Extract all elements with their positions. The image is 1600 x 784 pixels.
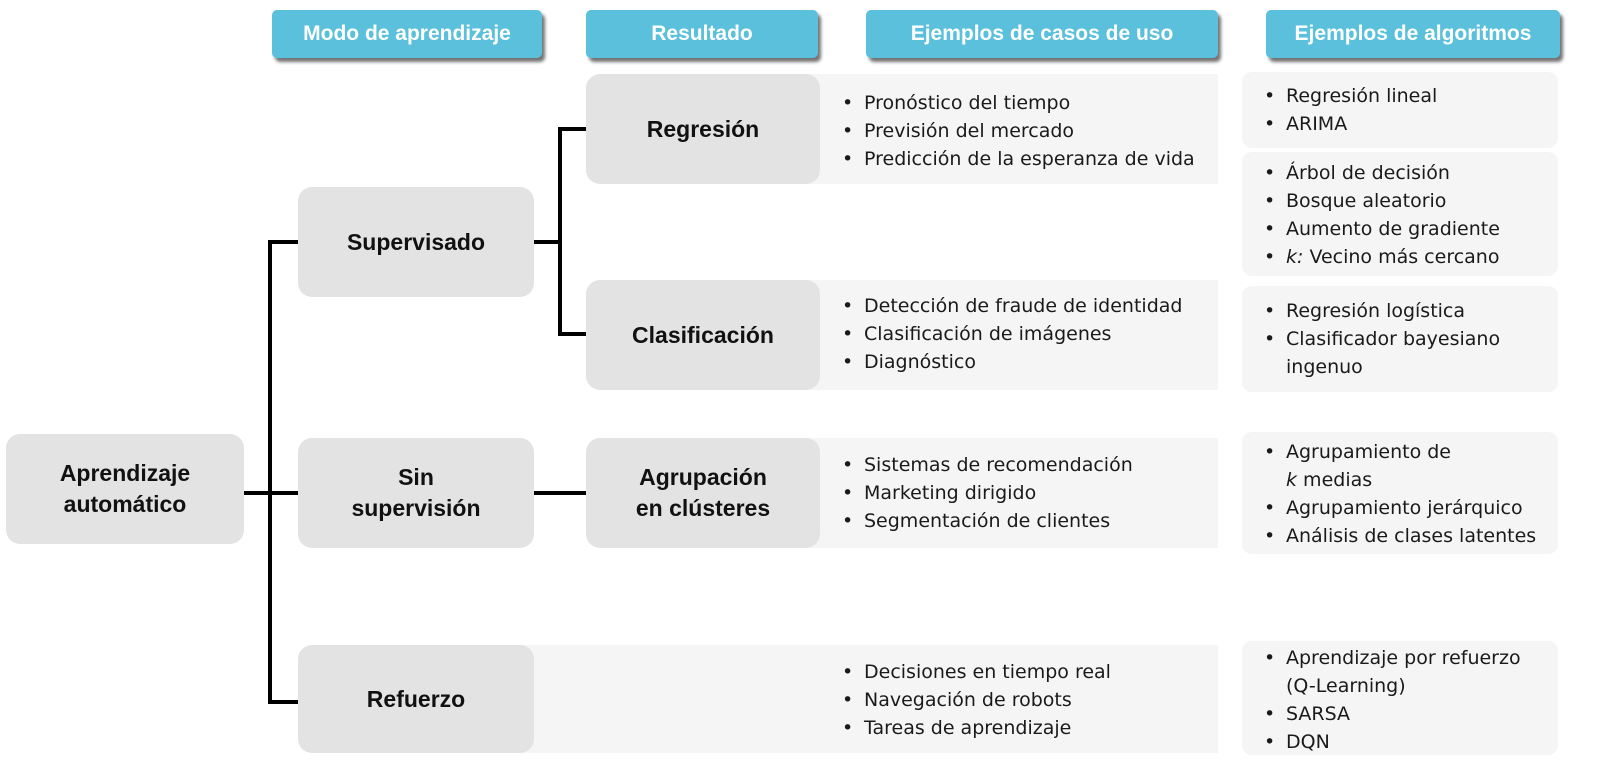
list-item: Árbol de decisión (1262, 159, 1500, 187)
connector-supervised (268, 240, 298, 244)
algorithms-reinforcement-list: Aprendizaje por refuerzo (Q-Learning) SAR… (1262, 644, 1521, 756)
header-learning-mode: Modo de aprendizaje (272, 10, 542, 58)
list-item: Agrupamiento de k medias (1262, 438, 1536, 494)
algorithms-regression-list: Regresión lineal ARIMA (1262, 82, 1437, 138)
algorithms-shared-list: Árbol de decisión Bosque aleatorio Aumen… (1262, 159, 1500, 271)
list-item: Diagnóstico (840, 348, 1182, 376)
algo-rl-line1: Aprendizaje por refuerzo (1286, 647, 1521, 669)
algorithms-classification-box: Regresión logística Clasificador bayesia… (1242, 286, 1558, 392)
list-item: SARSA (1262, 700, 1521, 728)
knn-text: Vecino más cercano (1303, 246, 1500, 268)
connector-supervised-out (534, 240, 562, 244)
connector-clustering (534, 491, 586, 495)
list-item: Sistemas de recomendación (840, 451, 1133, 479)
list-item: Segmentación de clientes (840, 507, 1133, 535)
algorithms-regression-box: Regresión lineal ARIMA (1242, 72, 1558, 148)
node-regression-label: Regresión (646, 115, 760, 142)
node-clustering-line2: en clústeres (635, 495, 771, 521)
connector-regression (558, 127, 586, 131)
list-item: Análisis de clases latentes (1262, 522, 1536, 550)
header-algorithms: Ejemplos de algoritmos (1266, 10, 1560, 58)
algorithms-clustering-list: Agrupamiento de k medias Agrupamiento jer… (1262, 438, 1536, 550)
algo-kmeans-k: k (1286, 469, 1298, 491)
node-regression: Regresión (586, 74, 820, 184)
list-item: Clasificación de imágenes (840, 320, 1182, 348)
node-machine-learning-line2: automático (63, 491, 187, 517)
use-cases-regression-list: Pronóstico del tiempo Previsión del merc… (840, 89, 1195, 173)
node-supervised-label: Supervisado (346, 228, 486, 255)
node-supervised: Supervisado (298, 187, 534, 297)
use-cases-reinforcement-list: Decisiones en tiempo real Navegación de … (840, 658, 1111, 742)
algorithms-reinforcement-box: Aprendizaje por refuerzo (Q-Learning) SAR… (1242, 641, 1558, 756)
algo-bayes-line1: Clasificador bayesiano (1286, 328, 1501, 350)
node-reinforcement-label: Refuerzo (366, 685, 466, 712)
algorithms-classification-list: Regresión logística Clasificador bayesia… (1262, 297, 1500, 381)
connector-unsupervised (268, 491, 298, 495)
node-machine-learning: Aprendizaje automático (6, 434, 244, 544)
algo-rl-line2: (Q-Learning) (1286, 675, 1406, 697)
list-item: Pronóstico del tiempo (840, 89, 1195, 117)
header-result: Resultado (586, 10, 818, 58)
connector-modes-vertical (268, 240, 272, 704)
knn-prefix: k: (1286, 246, 1304, 268)
node-machine-learning-line1: Aprendizaje (59, 460, 191, 486)
use-cases-clustering-list: Sistemas de recomendación Marketing diri… (840, 451, 1133, 535)
list-item: Regresión logística (1262, 297, 1500, 325)
list-item: Previsión del mercado (840, 117, 1195, 145)
connector-results-vertical (558, 127, 562, 336)
list-item: Marketing dirigido (840, 479, 1133, 507)
list-item: Bosque aleatorio (1262, 187, 1500, 215)
header-use-cases: Ejemplos de casos de uso (866, 10, 1218, 58)
node-classification-label: Clasificación (632, 321, 774, 348)
list-item: Aumento de gradiente (1262, 215, 1500, 243)
list-item: Clasificador bayesiano ingenuo (1262, 325, 1500, 381)
connector-root (244, 491, 272, 495)
list-item: Navegación de robots (840, 686, 1111, 714)
list-item: ARIMA (1262, 110, 1437, 138)
list-item: k: Vecino más cercano (1262, 243, 1500, 271)
list-item: Aprendizaje por refuerzo (Q-Learning) (1262, 644, 1521, 700)
node-clustering: Agrupación en clústeres (586, 438, 820, 548)
algo-bayes-line2: ingenuo (1286, 356, 1363, 378)
algo-kmeans-line1: Agrupamiento de (1286, 441, 1451, 463)
node-reinforcement: Refuerzo (298, 645, 534, 753)
node-unsupervised-line1: Sin (398, 464, 434, 490)
list-item: DQN (1262, 728, 1521, 756)
algorithms-clustering-box: Agrupamiento de k medias Agrupamiento jer… (1242, 432, 1558, 554)
list-item: Detección de fraude de identidad (840, 292, 1182, 320)
list-item: Decisiones en tiempo real (840, 658, 1111, 686)
list-item: Tareas de aprendizaje (840, 714, 1111, 742)
node-classification: Clasificación (586, 280, 820, 390)
algorithms-shared-box: Árbol de decisión Bosque aleatorio Aumen… (1242, 152, 1558, 276)
algo-kmeans-line2: medias (1297, 469, 1373, 491)
connector-classification (558, 332, 586, 336)
node-clustering-line1: Agrupación (639, 464, 767, 490)
list-item: Regresión lineal (1262, 82, 1437, 110)
connector-reinforcement (268, 700, 298, 704)
list-item: Predicción de la esperanza de vida (840, 145, 1195, 173)
node-unsupervised-line2: supervisión (351, 495, 481, 521)
node-unsupervised: Sin supervisión (298, 438, 534, 548)
list-item: Agrupamiento jerárquico (1262, 494, 1536, 522)
use-cases-classification-list: Detección de fraude de identidad Clasifi… (840, 292, 1182, 376)
